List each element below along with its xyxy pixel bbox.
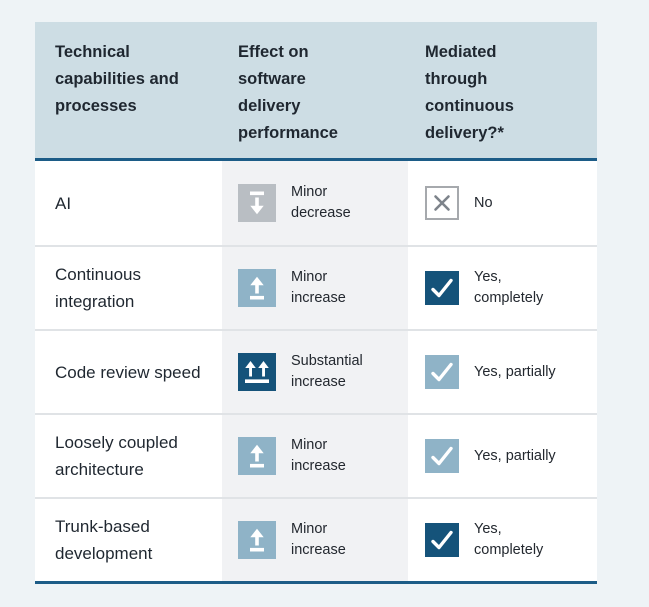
mediated-label: Yes, partially [474,363,556,380]
effect-label: Minor decrease [291,184,351,221]
no-checkbox-icon [425,186,459,220]
mediated-cell: Yes, completely [408,497,597,581]
capability-label: Code review speed [55,362,201,382]
yes-partially-checkbox-icon [425,355,459,389]
effect-label: Minor increase [291,521,346,558]
effect-cell: Minor decrease [222,161,408,245]
yes-partially-checkbox-icon [425,439,459,473]
minor-increase-icon [238,269,276,307]
capability-cell: Continuous integration [35,245,222,329]
yes-completely-checkbox-icon [425,523,459,557]
minor-increase-icon [238,521,276,559]
effect-cell: Minor increase [222,245,408,329]
effect-cell: Minor increase [222,497,408,581]
effect-label: Substantial increase [291,353,363,390]
capability-label: Continuous integration [55,265,142,311]
minor-decrease-icon [238,184,276,222]
table-row: Code review speed Substantial increase Y… [35,329,597,413]
capability-label: Trunk-based development [55,517,153,563]
table-row: Trunk-based development Minor increase Y… [35,497,597,581]
header-mediated: Mediated through continuous delivery?* [408,22,597,158]
mediated-label: Yes, partially [474,447,556,464]
capabilities-table: Technical capabilities and processes Eff… [35,22,597,584]
mediated-cell: Yes, completely [408,245,597,329]
capability-cell: Loosely coupled architecture [35,413,222,497]
effect-label: Minor increase [291,437,346,474]
substantial-increase-icon [238,353,276,391]
mediated-cell: No [408,161,597,245]
capability-cell: Code review speed [35,329,222,413]
table-row: Loosely coupled architecture Minor incre… [35,413,597,497]
mediated-label: Yes, completely [474,521,544,558]
capability-cell: AI [35,161,222,245]
mediated-label: Yes, completely [474,269,544,306]
header-effect-label: Effect on software delivery performance [238,43,338,142]
table-row: AI Minor decrease No [35,161,597,245]
capability-cell: Trunk-based development [35,497,222,581]
yes-completely-checkbox-icon [425,271,459,305]
capability-label: AI [55,193,72,213]
mediated-label: No [474,194,493,211]
capability-label: Loosely coupled architecture [55,433,178,479]
table-row: Continuous integration Minor increase Ye… [35,245,597,329]
mediated-cell: Yes, partially [408,413,597,497]
effect-label: Minor increase [291,269,346,306]
header-effect: Effect on software delivery performance [222,22,408,158]
effect-cell: Minor increase [222,413,408,497]
header-capabilities-label: Technical capabilities and processes [55,43,179,115]
header-capabilities: Technical capabilities and processes [35,22,222,158]
effect-cell: Substantial increase [222,329,408,413]
minor-increase-icon [238,437,276,475]
mediated-cell: Yes, partially [408,329,597,413]
header-mediated-label: Mediated through continuous delivery?* [425,43,514,142]
table-header-row: Technical capabilities and processes Eff… [35,22,597,161]
